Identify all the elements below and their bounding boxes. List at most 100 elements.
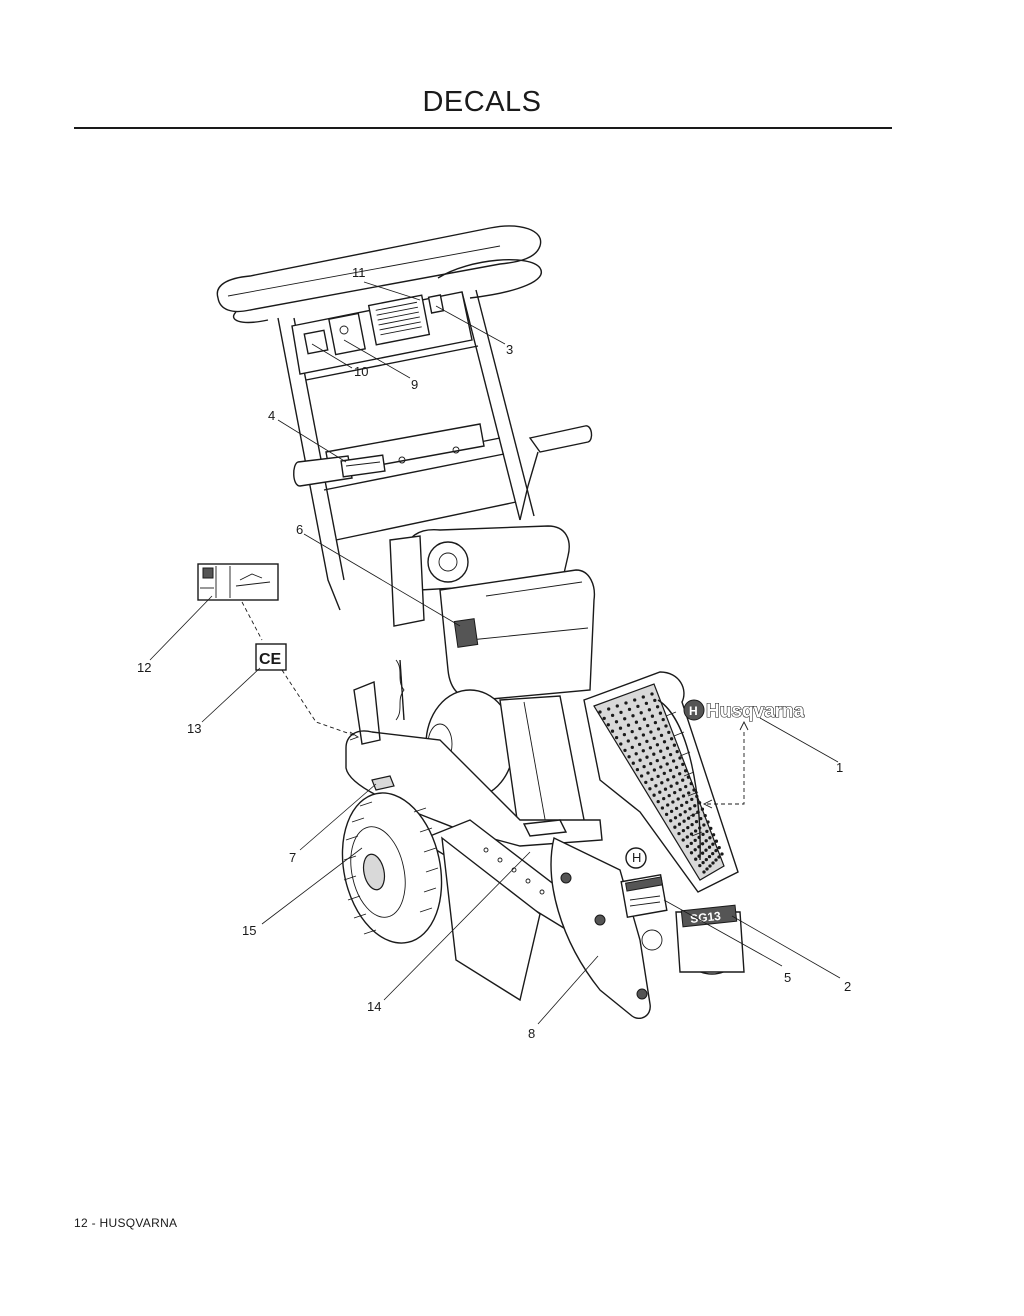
grid-perforation [648, 787, 652, 791]
grid-perforation [602, 716, 606, 721]
grid-perforation [614, 720, 619, 724]
grid-perforation [639, 774, 644, 778]
grid-perforation [655, 758, 659, 763]
grid-perforation [694, 857, 698, 861]
cutter-housing: H [550, 671, 745, 1020]
grid-perforation [660, 806, 665, 810]
grid-perforation [720, 852, 724, 856]
grid-perforation [654, 784, 658, 788]
grid-perforation [693, 829, 698, 833]
grid-perforation [704, 857, 708, 862]
grid-perforation [662, 796, 666, 801]
grid-perforation [646, 771, 650, 775]
grid-perforation [689, 841, 693, 846]
grid-perforation [631, 714, 635, 718]
grid-perforation [610, 713, 615, 718]
grid-perforation [641, 749, 645, 753]
grid-perforation [638, 758, 642, 762]
grid-perforation [666, 803, 670, 807]
grid-perforation [686, 816, 691, 820]
callout-3: 3 [506, 342, 513, 357]
grid-perforation [641, 695, 645, 699]
grid-perforation [635, 767, 640, 772]
grid-perforation [653, 698, 657, 703]
grid-perforation [652, 793, 656, 797]
title-rule [74, 127, 892, 129]
grid-perforation [689, 781, 693, 786]
grid-perforation [610, 729, 615, 733]
grid-perforation [681, 838, 685, 842]
grid-perforation [665, 762, 669, 766]
grid-perforation [634, 752, 638, 756]
grid-perforation [678, 787, 682, 792]
grid-perforation [659, 765, 663, 769]
grid-perforation [675, 781, 679, 785]
ce-mark-decal: CE [255, 643, 287, 671]
grid-perforation [642, 764, 646, 769]
grid-perforation [703, 813, 707, 818]
grid-perforation [682, 819, 686, 823]
grid-perforation [675, 749, 679, 754]
grid-perforation [671, 800, 675, 804]
grid-perforation [708, 836, 712, 840]
grid-perforation [692, 788, 696, 792]
grid-perforation [653, 720, 658, 725]
grid-perforation [634, 736, 638, 740]
callout-13: 13 [187, 721, 201, 736]
grid-perforation [665, 746, 670, 750]
grid-perforation [652, 736, 656, 741]
grid-perforation [662, 740, 667, 744]
grid-perforation [681, 828, 686, 833]
grid-perforation [655, 705, 660, 709]
grid-perforation [707, 854, 712, 859]
grid-perforation [702, 870, 706, 874]
grid-perforation [693, 838, 697, 843]
callout-14: 14 [367, 999, 381, 1014]
grid-perforation [669, 784, 673, 788]
grid-perforation [709, 826, 713, 831]
grid-perforation [645, 739, 649, 744]
grid-perforation [685, 800, 689, 805]
grid-perforation [644, 780, 648, 785]
grid-perforation [660, 781, 664, 785]
callout-10: 10 [354, 364, 368, 379]
grid-perforation [656, 774, 660, 779]
grid-perforation [686, 775, 691, 779]
grid-perforation [680, 803, 684, 808]
grid-perforation [681, 762, 685, 767]
grid-perforation [647, 708, 652, 712]
grid-perforation [615, 704, 619, 708]
callout-8: 8 [528, 1026, 535, 1041]
brand-logo-decal: H Husqvarna [683, 699, 805, 723]
grid-perforation [667, 730, 671, 735]
svg-text:H: H [689, 704, 698, 718]
grid-perforation [714, 839, 719, 843]
grid-perforation [708, 864, 712, 868]
grid-perforation [700, 807, 705, 811]
grid-perforation [678, 813, 682, 817]
grid-perforation [639, 711, 643, 715]
brand-logo-text: Husqvarna [706, 701, 805, 722]
grid-perforation [662, 755, 666, 760]
callout-4: 4 [268, 408, 275, 423]
grid-perforation [630, 729, 634, 734]
grid-perforation [678, 772, 682, 776]
grid-perforation [714, 858, 718, 862]
grid-perforation [717, 845, 721, 850]
grid-perforation [623, 748, 627, 753]
grid-perforation [674, 806, 679, 811]
wheel [341, 792, 443, 944]
grid-perforation [690, 822, 694, 827]
grid-perforation [711, 851, 715, 856]
grid-perforation [648, 746, 653, 750]
grid-perforation [673, 825, 677, 829]
grid-perforation [624, 701, 628, 705]
grid-perforation [659, 733, 664, 738]
callout-labels: 1 2 3 4 5 6 7 8 9 10 11 12 13 14 15 [137, 265, 851, 1041]
grid-perforation [652, 768, 657, 772]
upper-decals [303, 294, 445, 478]
grid-perforation [685, 835, 689, 839]
grid-perforation [693, 804, 697, 808]
callout-6: 6 [296, 522, 303, 537]
